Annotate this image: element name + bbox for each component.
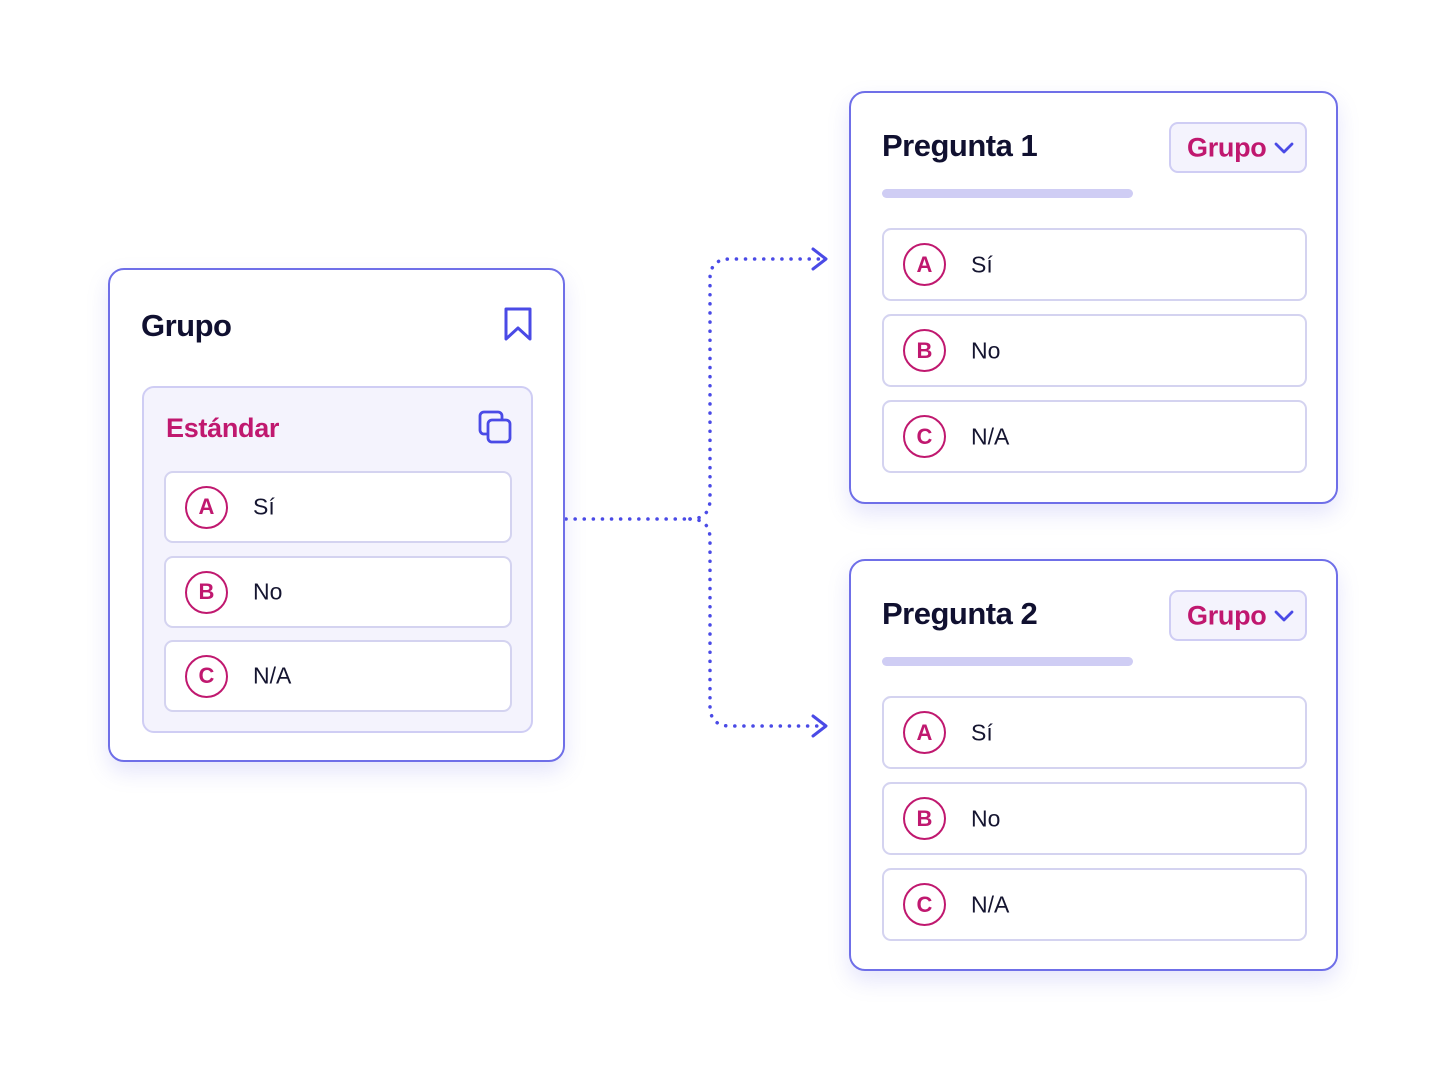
group-select-value: Grupo (1187, 132, 1267, 162)
option-letter-badge: B (903, 329, 946, 372)
chevron-down-icon (1274, 142, 1294, 154)
option-letter-badge: A (903, 243, 946, 286)
option-letter-badge: C (185, 654, 228, 698)
connector-branch-top (688, 257, 824, 521)
group-card-title: Grupo (141, 308, 232, 343)
option-c[interactable]: C N/A (164, 640, 512, 712)
option-a[interactable]: A Sí (164, 471, 512, 543)
option-letter-badge: A (903, 711, 946, 754)
option-c[interactable]: C N/A (882, 868, 1307, 941)
option-label: Sí (971, 719, 993, 745)
standard-template-panel: Estándar A Sí B No C N/A (142, 386, 533, 733)
option-letter-badge: C (903, 883, 946, 926)
option-b[interactable]: B No (882, 314, 1307, 387)
question-title: Pregunta 1 (882, 128, 1038, 163)
bookmark-icon[interactable] (503, 306, 533, 342)
option-c[interactable]: C N/A (882, 400, 1307, 473)
question-placeholder-bar (882, 189, 1133, 198)
option-b[interactable]: B No (164, 556, 512, 628)
group-card: Grupo Estándar A Sí B No C N/A (108, 268, 565, 762)
option-label: No (971, 337, 1001, 363)
group-select[interactable]: Grupo (1169, 122, 1307, 173)
option-letter-badge: B (185, 570, 228, 614)
standard-template-title: Estándar (166, 413, 280, 443)
question-placeholder-bar (882, 657, 1133, 666)
question-card-1: Pregunta 1 Grupo A Sí B No C N/A (849, 91, 1338, 504)
chevron-down-icon (1274, 610, 1294, 622)
option-letter-badge: B (903, 797, 946, 840)
option-a[interactable]: A Sí (882, 228, 1307, 301)
option-label: No (971, 805, 1001, 831)
connector-branch-bottom (688, 517, 824, 728)
group-select-value: Grupo (1187, 600, 1267, 630)
question-title: Pregunta 2 (882, 596, 1038, 631)
option-label: N/A (971, 423, 1010, 449)
option-label: N/A (971, 891, 1010, 917)
option-label: Sí (253, 493, 275, 520)
option-label: Sí (971, 251, 993, 277)
group-select[interactable]: Grupo (1169, 590, 1307, 641)
copy-icon[interactable] (477, 409, 513, 445)
question-card-2: Pregunta 2 Grupo A Sí B No C N/A (849, 559, 1338, 971)
arrowhead-bottom (811, 714, 828, 738)
option-letter-badge: A (185, 485, 228, 529)
option-label: No (253, 578, 283, 605)
option-a[interactable]: A Sí (882, 696, 1307, 769)
arrowhead-top (811, 247, 828, 271)
option-letter-badge: C (903, 415, 946, 458)
option-b[interactable]: B No (882, 782, 1307, 855)
option-label: N/A (253, 662, 292, 689)
